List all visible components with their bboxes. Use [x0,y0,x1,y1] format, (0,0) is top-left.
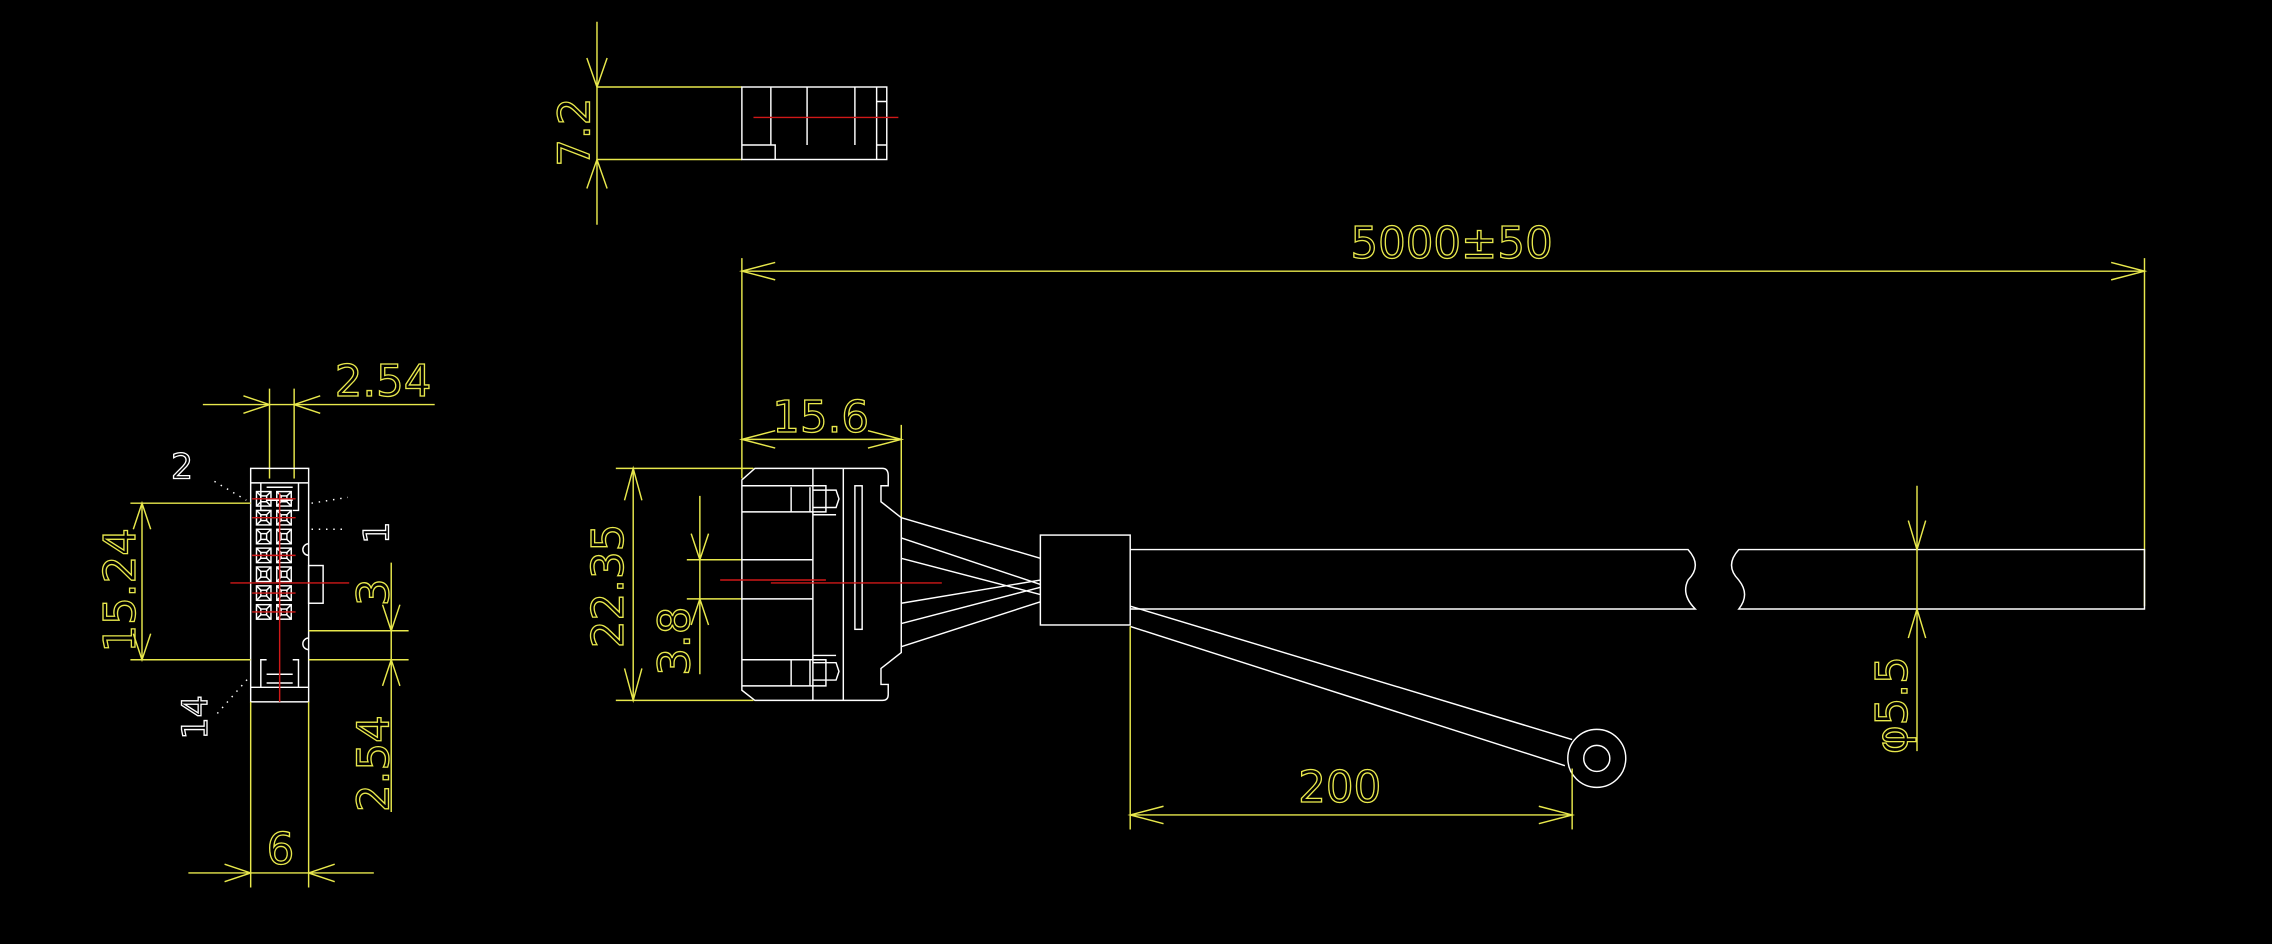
dim-connector-depth: 15.6 [772,393,869,443]
pin-cavity [272,490,296,507]
pin-cavity [255,528,272,545]
ground-lead [1129,605,1627,789]
pin-grid [252,490,296,620]
side-view: 5000±50 15.6 22.35 3.8 [583,218,2148,830]
pin-label-1: 1 [357,522,397,544]
pin-cavity [252,509,276,526]
dim-7-2: 7.2 [551,98,601,167]
dim-span-height: 15.24 [96,528,146,653]
pin-cavity [252,585,276,602]
dim-pitch-top: 2.54 [335,357,432,407]
pin-cavity [272,547,296,564]
top-view: 7.2 [550,21,899,225]
dim-pitch-bottom: 2.54 [349,715,399,812]
dim-branch-length: 200 [1298,763,1381,813]
pin-cavity [272,509,296,526]
pin-cavity [272,603,296,620]
pin-cavity [252,547,276,564]
connector-front-outline [230,467,350,703]
pin-label-14: 14 [176,695,216,739]
pin-cavity [252,603,276,620]
connector-top-outline [741,86,899,161]
dim-offset: 3 [349,578,399,606]
dim-key-height: 3.8 [651,607,701,676]
wire-bundle [901,516,1041,648]
pin-cavity [272,585,296,602]
pin-cavity [255,566,272,583]
pin-cavity [252,490,276,507]
pin-cavity [276,566,292,583]
front-view: 2.54 15.24 3 2.54 6 2 [95,356,435,888]
dim-width: 6 [267,825,295,875]
dim-overall-length: 5000±50 [1350,219,1552,269]
dim-connector-height: 22.35 [584,524,634,649]
dim-cable-diameter: φ5.5 [1868,656,1918,754]
cable [1130,548,2146,610]
pin-cavity [276,528,292,545]
pin-label-2: 2 [171,448,193,488]
cable-boot [1039,534,1131,626]
connector-side-outline [720,467,942,702]
